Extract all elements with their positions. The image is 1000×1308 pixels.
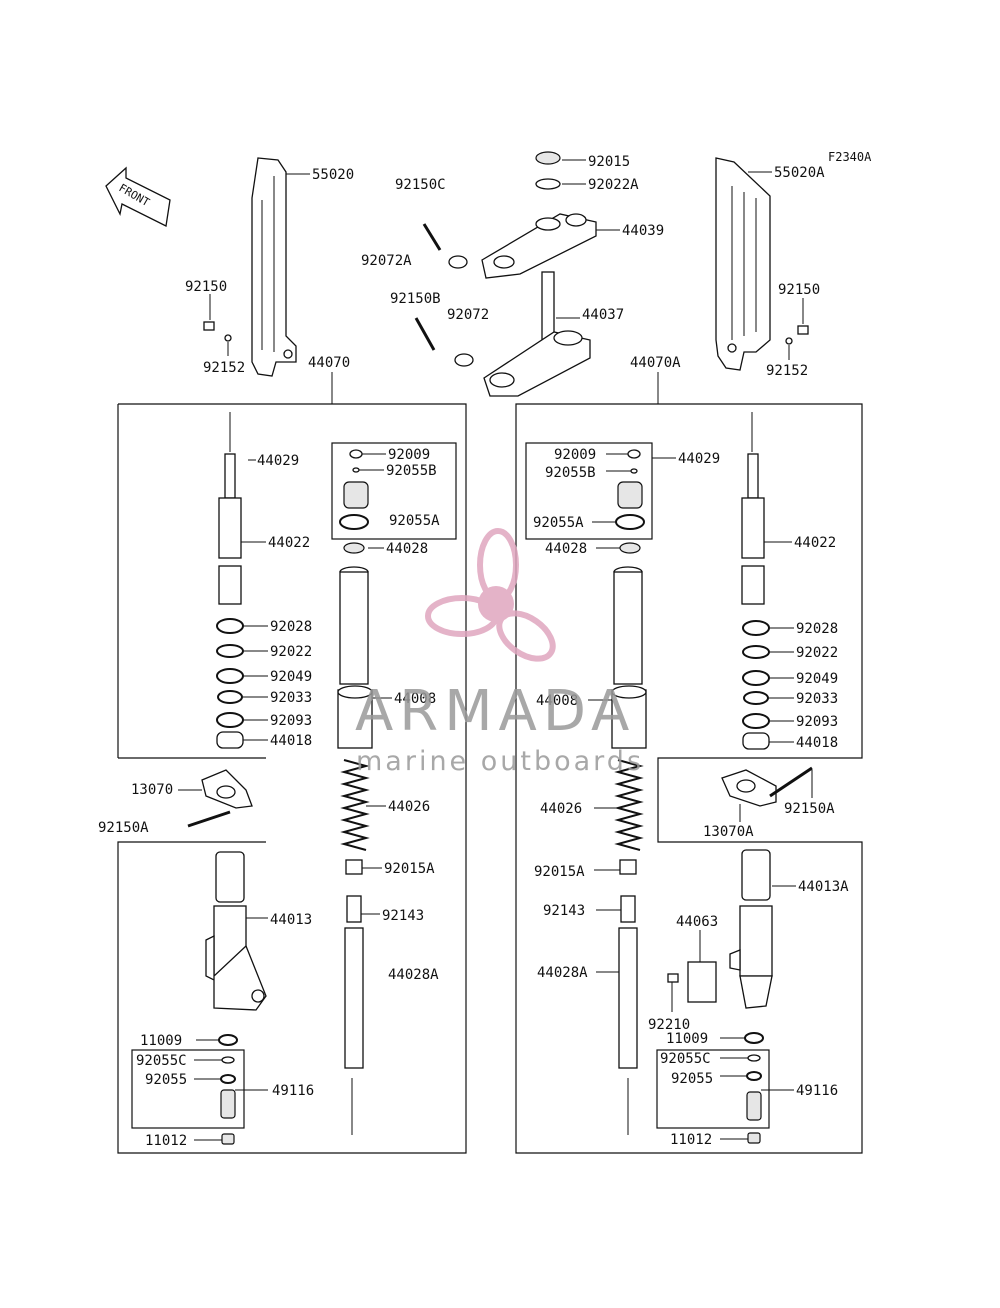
axle-clamp-right xyxy=(721,766,813,807)
left-label-11009: 11009 xyxy=(140,1033,182,1049)
assembly-box-left xyxy=(117,403,467,1154)
slider-tube-left xyxy=(205,851,267,1046)
part-label-92150B: 92150B xyxy=(390,291,441,307)
cap-subbox-right xyxy=(525,442,653,540)
valve-subbox-right xyxy=(656,1049,770,1129)
left-label-92143: 92143 xyxy=(382,908,424,924)
outer-tube-left xyxy=(337,566,373,749)
cap-subbox-left xyxy=(331,442,457,540)
fork-guard-right xyxy=(715,157,771,371)
lower-triple-clamp-stem xyxy=(483,271,591,397)
damper-rod-left xyxy=(218,412,242,605)
right-label-44028: 44028 xyxy=(545,541,587,557)
left-label-44022: 44022 xyxy=(268,535,310,551)
right-label-92028: 92028 xyxy=(796,621,838,637)
watermark-brand: ARMADA xyxy=(355,679,635,744)
watermark-logo: ARMADA marine outboards xyxy=(355,528,644,777)
part-label-92152-left: 92152 xyxy=(203,360,245,376)
left-label-92150A: 92150A xyxy=(98,820,149,836)
left-label-11012: 11012 xyxy=(145,1133,187,1149)
part-label-55020A: 55020A xyxy=(774,165,825,181)
watermark-tagline: marine outboards xyxy=(356,746,644,777)
right-label-92093: 92093 xyxy=(796,714,838,730)
right-label-44018: 44018 xyxy=(796,735,838,751)
fork-spring-left xyxy=(340,759,370,851)
part-label-92150C: 92150C xyxy=(395,177,446,193)
left-label-92055A: 92055A xyxy=(389,513,440,529)
damper-rod-right xyxy=(741,412,765,605)
left-label-44018: 44018 xyxy=(270,733,312,749)
right-label-11009: 11009 xyxy=(666,1031,708,1047)
slider-tube-right xyxy=(729,849,773,1009)
left-label-92055C: 92055C xyxy=(136,1053,187,1069)
right-label-44008: 44008 xyxy=(536,693,578,709)
left-label-92055: 92055 xyxy=(145,1072,187,1088)
left-label-13070: 13070 xyxy=(131,782,173,798)
right-label-92055: 92055 xyxy=(671,1071,713,1087)
right-label-44063: 44063 xyxy=(676,914,718,930)
part-label-92022A: 92022A xyxy=(588,177,639,193)
right-label-92143: 92143 xyxy=(543,903,585,919)
part-label-44037: 44037 xyxy=(582,307,624,323)
left-label-92033: 92033 xyxy=(270,690,312,706)
propeller-logo-icon xyxy=(425,528,556,662)
right-label-92055C: 92055C xyxy=(660,1051,711,1067)
right-label-44029: 44029 xyxy=(678,451,720,467)
right-label-13070A: 13070A xyxy=(703,824,754,840)
left-label-92055B: 92055B xyxy=(386,463,437,479)
right-label-92049: 92049 xyxy=(796,671,838,687)
axle-clamp-left xyxy=(187,769,253,828)
right-label-11012: 11012 xyxy=(670,1132,712,1148)
part-label-55020: 55020 xyxy=(312,167,354,183)
upper-triple-clamp xyxy=(481,151,597,279)
inner-rod-right xyxy=(618,927,638,1069)
fork-spring-right xyxy=(614,759,644,851)
right-label-92055B: 92055B xyxy=(545,465,596,481)
part-label-92150-right: 92150 xyxy=(778,282,820,298)
part-label-44070: 44070 xyxy=(308,355,350,371)
part-label-92072: 92072 xyxy=(447,307,489,323)
right-label-44022: 44022 xyxy=(794,535,836,551)
left-label-92022: 92022 xyxy=(270,644,312,660)
left-label-92015A: 92015A xyxy=(384,861,435,877)
right-label-44013A: 44013A xyxy=(798,879,849,895)
right-label-92009: 92009 xyxy=(554,447,596,463)
left-label-92049: 92049 xyxy=(270,669,312,685)
right-label-92055A: 92055A xyxy=(533,515,584,531)
right-label-92033: 92033 xyxy=(796,691,838,707)
fork-guard-left xyxy=(251,157,297,377)
right-label-49116: 49116 xyxy=(796,1083,838,1099)
right-label-44026: 44026 xyxy=(540,801,582,817)
outer-tube-right xyxy=(611,566,647,749)
part-label-44070A: 44070A xyxy=(630,355,681,371)
part-label-44039: 44039 xyxy=(622,223,664,239)
left-label-49116: 49116 xyxy=(272,1083,314,1099)
right-label-92210: 92210 xyxy=(648,1017,690,1033)
part-label-92015: 92015 xyxy=(588,154,630,170)
axle-holder-right xyxy=(687,961,717,1003)
front-direction-arrow: FRONT xyxy=(105,166,171,227)
part-label-92072A: 92072A xyxy=(361,253,412,269)
right-label-44028A: 44028A xyxy=(537,965,588,981)
left-label-44026: 44026 xyxy=(388,799,430,815)
part-label-92150-left: 92150 xyxy=(185,279,227,295)
right-label-92022: 92022 xyxy=(796,645,838,661)
left-label-44008: 44008 xyxy=(394,691,436,707)
left-label-44013: 44013 xyxy=(270,912,312,928)
right-label-92150A: 92150A xyxy=(784,801,835,817)
right-label-92015A: 92015A xyxy=(534,864,585,880)
left-label-44028A: 44028A xyxy=(388,967,439,983)
valve-subbox-left xyxy=(131,1049,245,1129)
left-label-44028: 44028 xyxy=(386,541,428,557)
diagram-code: F2340A xyxy=(828,150,872,164)
left-label-92028: 92028 xyxy=(270,619,312,635)
part-label-92152-right: 92152 xyxy=(766,363,808,379)
assembly-box-right xyxy=(515,403,863,1154)
left-label-92093: 92093 xyxy=(270,713,312,729)
left-label-44029: 44029 xyxy=(257,453,299,469)
left-label-92009: 92009 xyxy=(388,447,430,463)
inner-rod-left xyxy=(344,927,364,1069)
